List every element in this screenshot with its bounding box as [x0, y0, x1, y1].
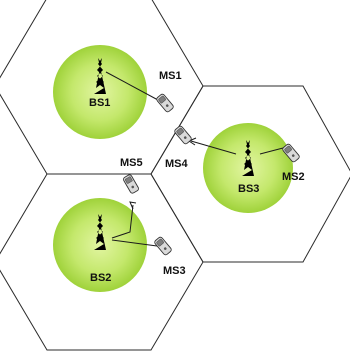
- bs1-label: BS1: [89, 97, 110, 109]
- cell-bs3: [150, 85, 350, 263]
- ms4-label: MS4: [165, 158, 189, 170]
- ms1-phone-icon: [155, 92, 175, 114]
- hexagon-cell-bs3: [150, 85, 350, 263]
- cell-bs2: [0, 173, 204, 351]
- link-bs3-ms4: [190, 140, 237, 155]
- coverage-area-bs3: [203, 123, 293, 213]
- link-bs2-ms5-arrow: [129, 201, 137, 210]
- ms5-phone-icon: [122, 173, 140, 195]
- link-bs3-ms2: [259, 147, 284, 155]
- ms3-label: MS3: [163, 265, 186, 277]
- link-bs1-ms1: [105, 71, 159, 101]
- ms5-label: MS5: [120, 157, 143, 169]
- ms4-phone-icon: [173, 124, 193, 146]
- link-bs2-ms5: [111, 204, 134, 239]
- ms1-label: MS1: [159, 70, 182, 82]
- bs3-label: BS3: [238, 183, 259, 195]
- cell-bs1: [0, 0, 204, 175]
- coverage-area-bs2: [53, 198, 147, 292]
- link-bs2-ms3: [111, 239, 158, 247]
- bs2-label: BS2: [90, 272, 111, 284]
- ms2-label: MS2: [282, 171, 305, 183]
